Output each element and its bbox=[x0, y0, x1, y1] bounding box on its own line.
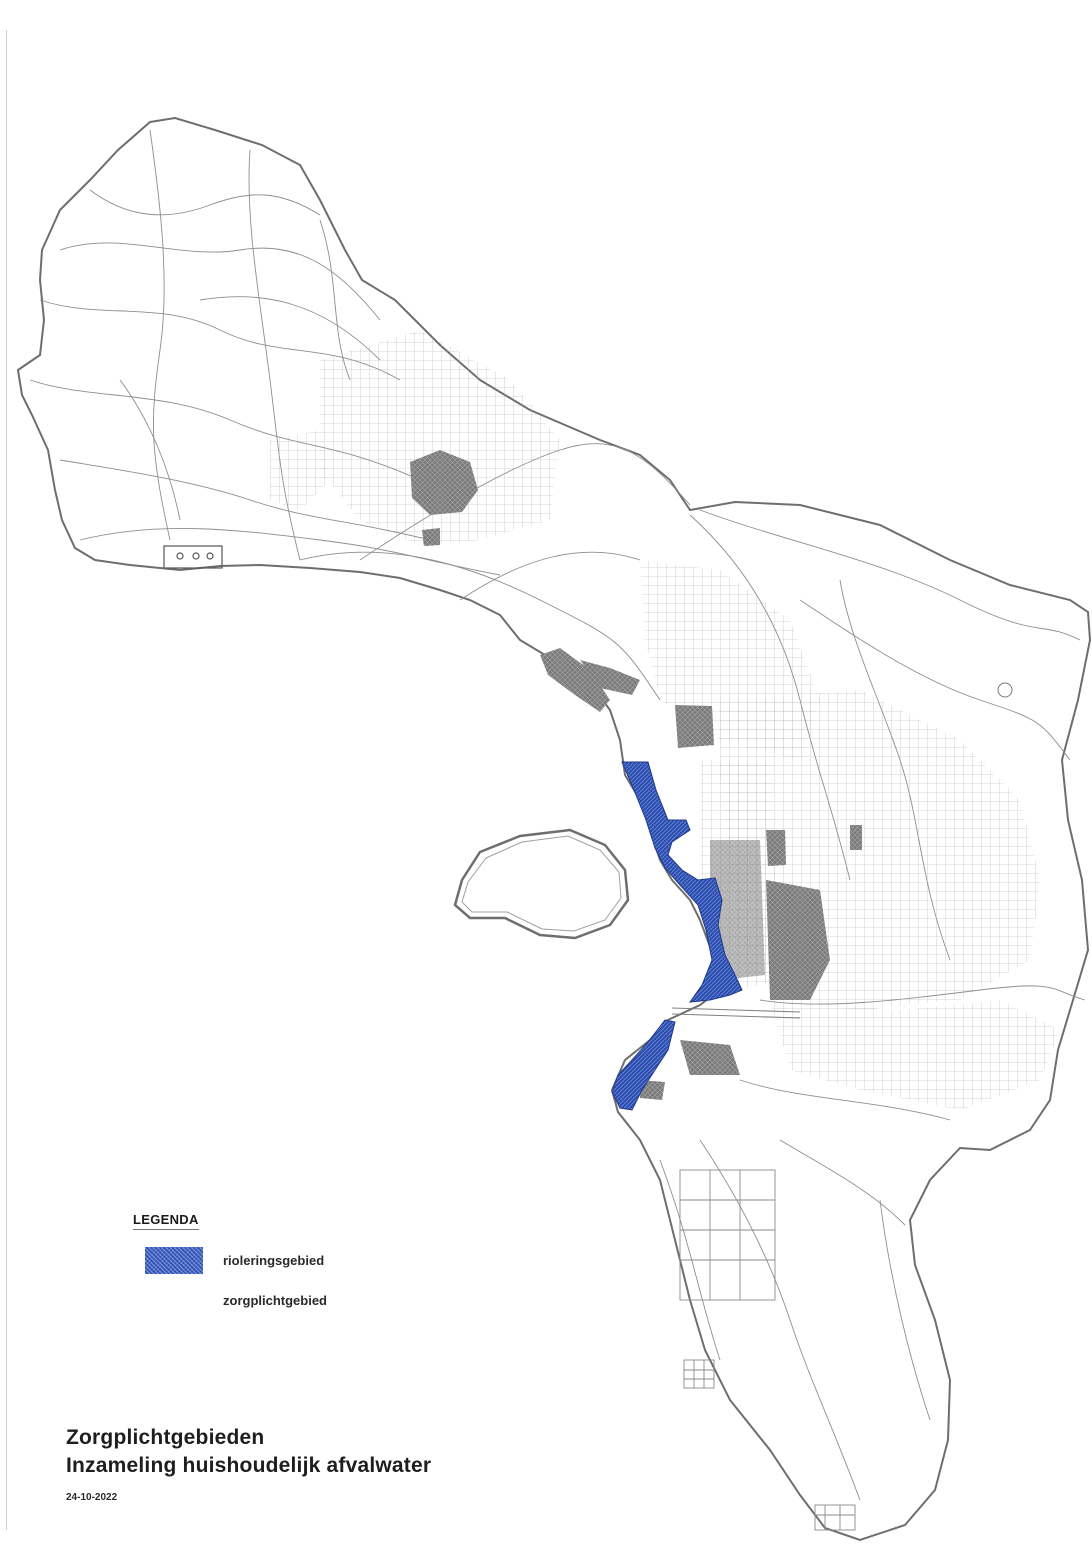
small-island-coastline bbox=[453, 828, 630, 940]
map-subtitle: Inzameling huishoudelijk afvalwater bbox=[66, 1454, 432, 1477]
legend-label-rioleringsgebied: rioleringsgebied bbox=[223, 1253, 325, 1268]
page-edge-line bbox=[6, 30, 7, 1530]
urban-core bbox=[410, 450, 862, 1100]
pond-outline bbox=[997, 682, 1013, 698]
map-title: Zorgplichtgebieden bbox=[66, 1426, 265, 1449]
title-block: Zorgplichtgebieden Inzameling huishoudel… bbox=[66, 1424, 666, 1503]
legend-swatch-rioleringsgebied bbox=[145, 1247, 203, 1274]
salt-pan-grid bbox=[679, 1169, 856, 1531]
enclosure-nw bbox=[163, 545, 223, 569]
legend-label-zorgplichtgebied: zorgplichtgebied bbox=[223, 1293, 327, 1308]
legend: LEGENDA rioleringsgebied zorgplichtgebie… bbox=[133, 1212, 393, 1322]
legend-title: LEGENDA bbox=[133, 1212, 199, 1230]
small-island-inner-coastline bbox=[461, 835, 622, 932]
sewer-area bbox=[611, 761, 743, 1111]
map-date: 24-10-2022 bbox=[66, 1492, 118, 1503]
runway bbox=[671, 1007, 801, 1019]
